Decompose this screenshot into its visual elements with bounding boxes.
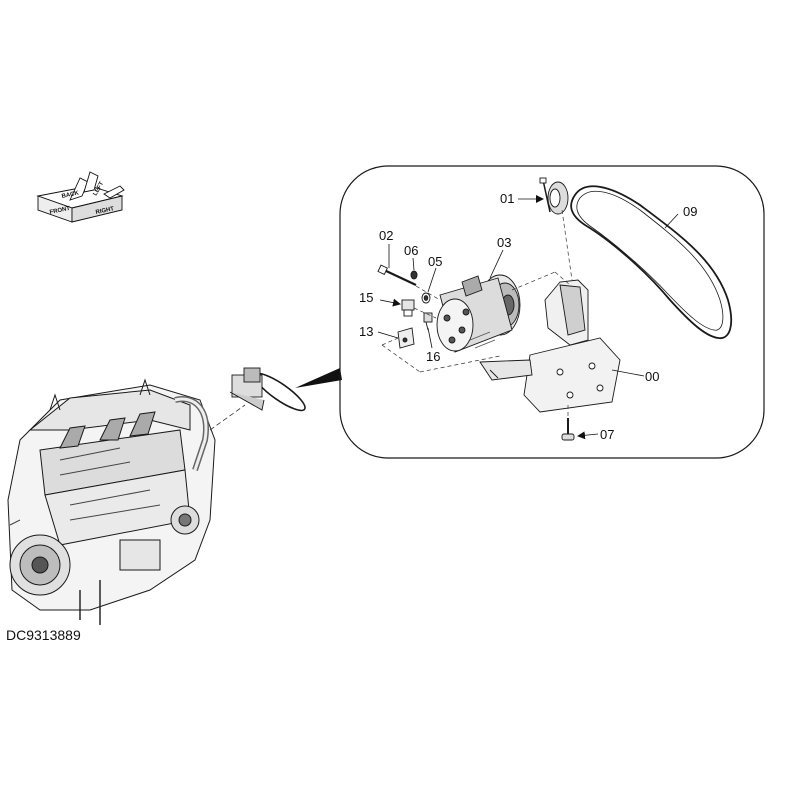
callout-09: 09	[683, 204, 697, 219]
orientation-label-back: BACK	[61, 190, 80, 200]
document-id: DC9313889	[6, 627, 81, 643]
bolt-part-02	[377, 264, 417, 286]
callout-03: 03	[497, 235, 511, 250]
belt-part-09	[570, 185, 732, 339]
assembly-guide-lines	[381, 209, 573, 418]
bolt-part-07	[561, 418, 575, 441]
orientation-label-right: RIGHT	[95, 206, 115, 216]
callout-05: 05	[428, 254, 442, 269]
compressor-assembly-thumbnail	[229, 367, 306, 412]
compressor-part-03	[436, 274, 521, 353]
leader-dashed-thumbnail	[209, 404, 246, 431]
callout-02: 02	[379, 228, 393, 243]
callout-00: 00	[645, 369, 659, 384]
detail-frame	[339, 165, 765, 459]
callout-01: 01	[500, 191, 514, 206]
callout-16: 16	[426, 349, 440, 364]
engine-illustration	[7, 378, 216, 625]
orientation-cube-icon: FRONT RIGHT BACK LEFT	[36, 171, 125, 223]
callout-15: 15	[359, 290, 373, 305]
callout-06: 06	[404, 243, 418, 258]
connector-part-13	[397, 327, 415, 349]
callout-13: 13	[359, 324, 373, 339]
orientation-label-front: FRONT	[49, 206, 71, 216]
bracket-part-00	[479, 279, 621, 413]
clip-part-16	[423, 312, 433, 331]
detail-pointer	[295, 368, 342, 388]
callout-labels: 01 09 02 06 03 05 15 13 16 00 07	[359, 191, 697, 442]
idler-pulley-part-01	[539, 177, 569, 215]
washer-part-06	[410, 270, 418, 280]
nut-part-05	[421, 292, 431, 304]
leader-lines	[377, 195, 679, 440]
fitting-part-15	[401, 299, 415, 317]
callout-07: 07	[600, 427, 614, 442]
